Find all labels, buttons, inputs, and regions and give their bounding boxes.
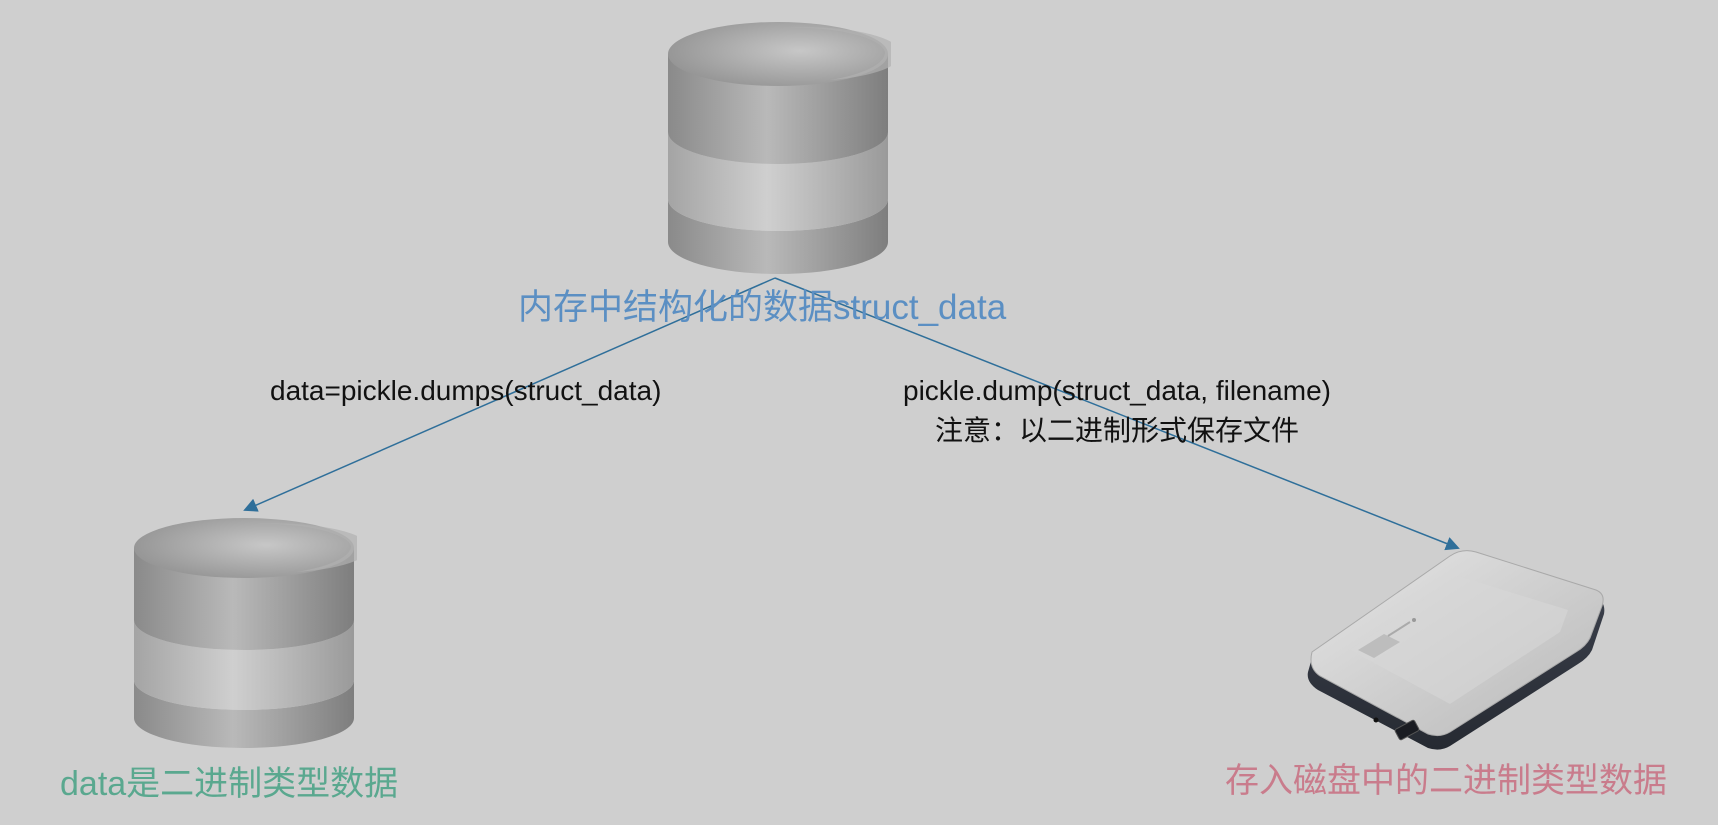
memory-data-label: 内存中结构化的数据struct_data [518, 288, 1007, 327]
external-hard-drive-icon [1300, 540, 1610, 760]
arrow-to-binary [243, 277, 776, 512]
binary-data-label: data是二进制类型数据 [60, 765, 399, 803]
dump-edge-label-group: pickle.dump(struct_data, filename) 注意：以二… [857, 377, 1377, 445]
binary-database-icon [131, 512, 357, 752]
dumps-edge-label: data=pickle.dumps(struct_data) [270, 375, 662, 406]
arrow-to-disk [774, 277, 1460, 551]
memory-database-icon [665, 14, 891, 276]
dump-edge-note: 注意：以二进制形式保存文件 [934, 415, 1299, 446]
disk-data-label: 存入磁盘中的二进制类型数据 [1225, 762, 1667, 800]
dump-edge-label: pickle.dump(struct_data, filename) [903, 375, 1331, 406]
